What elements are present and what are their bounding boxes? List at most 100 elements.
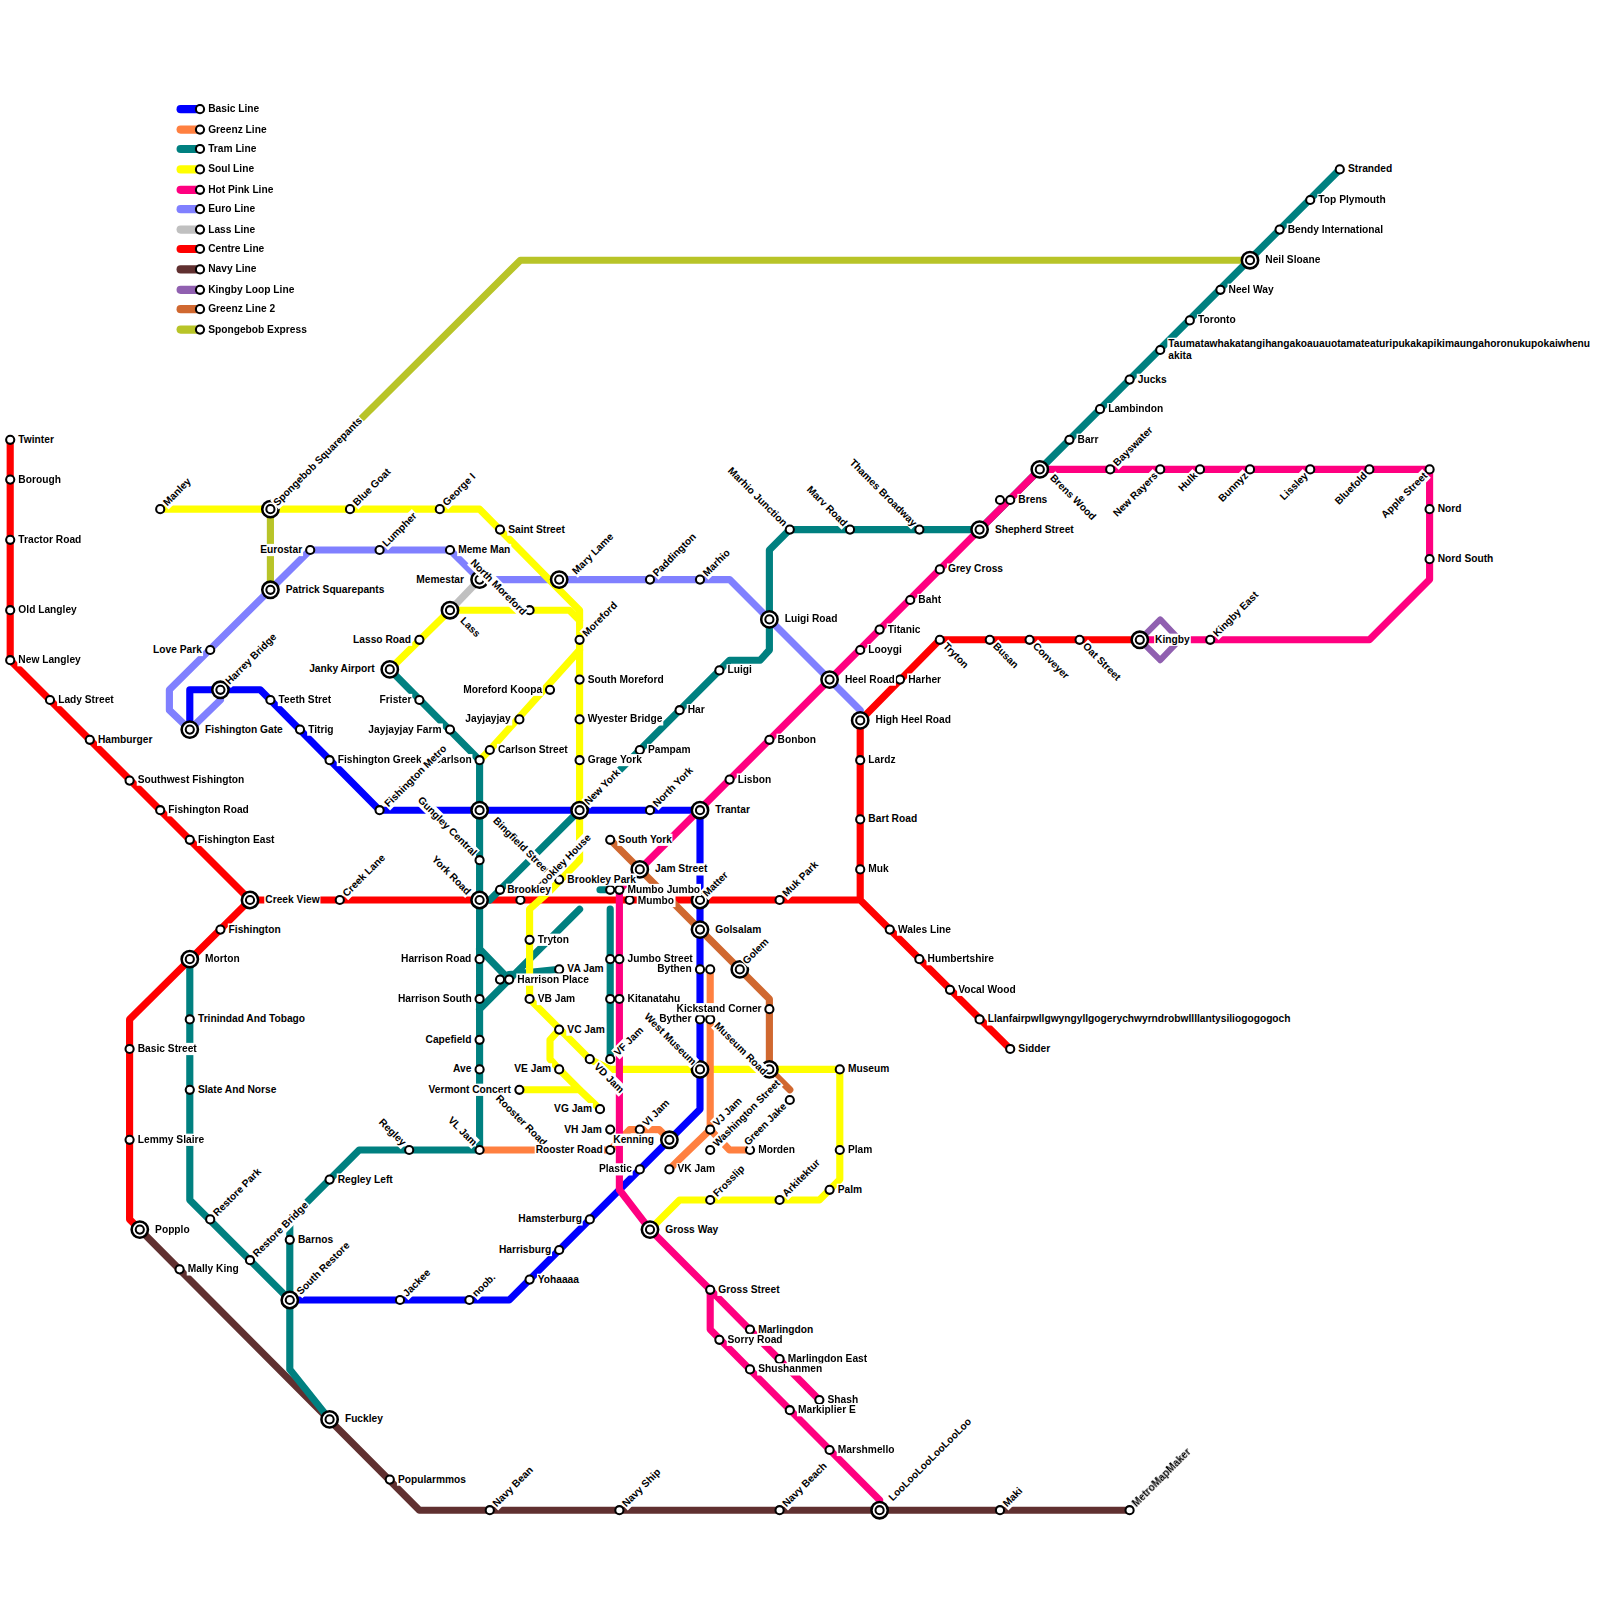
station-dot	[615, 1506, 623, 1514]
station-dot	[126, 1045, 134, 1053]
station-label: Harrison Place	[516, 973, 590, 985]
station-dot	[976, 526, 984, 534]
station-dot	[555, 1065, 563, 1073]
station-label: Bunnyz	[1215, 469, 1251, 505]
station-dot	[346, 505, 354, 513]
station-label: Titanic	[887, 623, 922, 635]
station-dot	[1246, 465, 1254, 473]
station-dot	[156, 806, 164, 814]
station-dot	[555, 1026, 563, 1034]
station-label: Regley Left	[337, 1173, 394, 1185]
station-label: Creek View	[264, 894, 320, 906]
station-dot	[376, 806, 384, 814]
station-label: Bonbon	[777, 734, 818, 746]
legend-dot	[195, 304, 205, 314]
station-dot	[826, 1186, 834, 1194]
station-label: Slate And Norse	[197, 1084, 277, 1096]
station-dot	[576, 806, 584, 814]
station-dot	[476, 1146, 484, 1154]
station-label: Neil Sloane	[1264, 254, 1321, 266]
station-dot	[586, 1215, 594, 1223]
station-dot	[596, 1105, 604, 1113]
station-label: Kingby	[1154, 634, 1191, 646]
station-label: Conveyer	[1029, 640, 1072, 683]
station-dot	[476, 896, 484, 904]
station-dot	[186, 726, 194, 734]
station-dot	[6, 656, 14, 664]
station-label: Grage York	[587, 754, 643, 766]
station-dot	[326, 1415, 334, 1423]
station-label: Palm	[837, 1184, 863, 1196]
legend-dot	[195, 204, 205, 214]
station-label: Arkitektur	[779, 1156, 823, 1200]
station-dot	[665, 1165, 673, 1173]
station-label: Fishington East	[197, 834, 276, 846]
station-label: MetroMapMaker	[1129, 1445, 1194, 1510]
station-dot	[1365, 465, 1373, 473]
legend-text: Euro Line	[208, 203, 255, 215]
station-label: George I	[440, 470, 479, 509]
station-dot	[715, 666, 723, 674]
station-dot	[896, 676, 904, 684]
station-label: Toronto	[1197, 314, 1237, 326]
station-label: Frister	[379, 694, 413, 706]
station-dot	[6, 476, 14, 484]
station-label: VI Jam	[640, 1096, 673, 1129]
station-dot	[126, 1136, 134, 1144]
station-dot	[1126, 1506, 1134, 1514]
legend-text: Greenz Line 2	[208, 303, 275, 315]
station-label: Paddington	[650, 530, 700, 580]
legend-text: Kingby Loop Line	[208, 284, 294, 296]
legend-text: Greenz Line	[208, 123, 266, 135]
station-dot	[786, 526, 794, 534]
station-label: Yohaaaa	[537, 1273, 580, 1285]
station-dot	[182, 951, 198, 967]
station-label: Popularmmos	[397, 1473, 467, 1485]
station-dot	[765, 615, 773, 623]
station-label: VK Jam	[677, 1163, 716, 1175]
station-dot	[262, 582, 278, 598]
station-label: Jayjayjay Farm	[367, 723, 442, 735]
station-label: Nord South	[1437, 553, 1495, 565]
station-label: Navy Beach	[779, 1459, 830, 1510]
station-label: Kingby East	[1210, 588, 1262, 640]
station-label: Moreford Koopa	[462, 684, 543, 696]
station-label: LooLooLooLooLooLoo	[885, 1415, 974, 1504]
station-dot	[476, 1065, 484, 1073]
station-dot	[696, 1015, 704, 1023]
station-label: Plam	[847, 1144, 873, 1156]
station-label: Marhio	[700, 546, 734, 580]
station-dot	[606, 995, 614, 1003]
station-dot	[746, 1365, 754, 1373]
station-label: Restore Park	[210, 1165, 265, 1220]
station-dot	[306, 546, 314, 554]
station-label: Harher	[907, 673, 942, 685]
station-dot	[576, 756, 584, 764]
station-label: Museum	[847, 1063, 890, 1075]
station-dot	[856, 865, 864, 873]
station-label: Kitanatahu	[627, 993, 682, 1005]
station-dot	[1426, 505, 1434, 513]
station-dot	[776, 1506, 784, 1514]
station-dot	[286, 1296, 294, 1304]
station-label: Trantar	[714, 804, 751, 816]
station-dot	[606, 1146, 614, 1154]
legend-dot	[195, 324, 205, 334]
station-dot	[826, 676, 834, 684]
station-label: Lisbon	[737, 773, 772, 785]
station-label: Lass	[457, 614, 484, 641]
station-dot	[526, 936, 534, 944]
station-dot	[415, 696, 423, 704]
station-label: Manley	[160, 475, 195, 510]
station-label: Baht	[917, 594, 942, 606]
station-label: Shepherd Street	[994, 523, 1075, 535]
station-label: Teeth Stret	[278, 694, 333, 706]
station-dot	[906, 596, 914, 604]
station-dot	[515, 715, 523, 723]
station-label: Trinindad And Tobago	[197, 1013, 306, 1025]
station-dot	[246, 1256, 254, 1264]
station-dot	[606, 1055, 614, 1063]
station-dot	[206, 1215, 214, 1223]
station-label: Mumbo	[637, 895, 675, 907]
station-dot	[446, 606, 454, 614]
